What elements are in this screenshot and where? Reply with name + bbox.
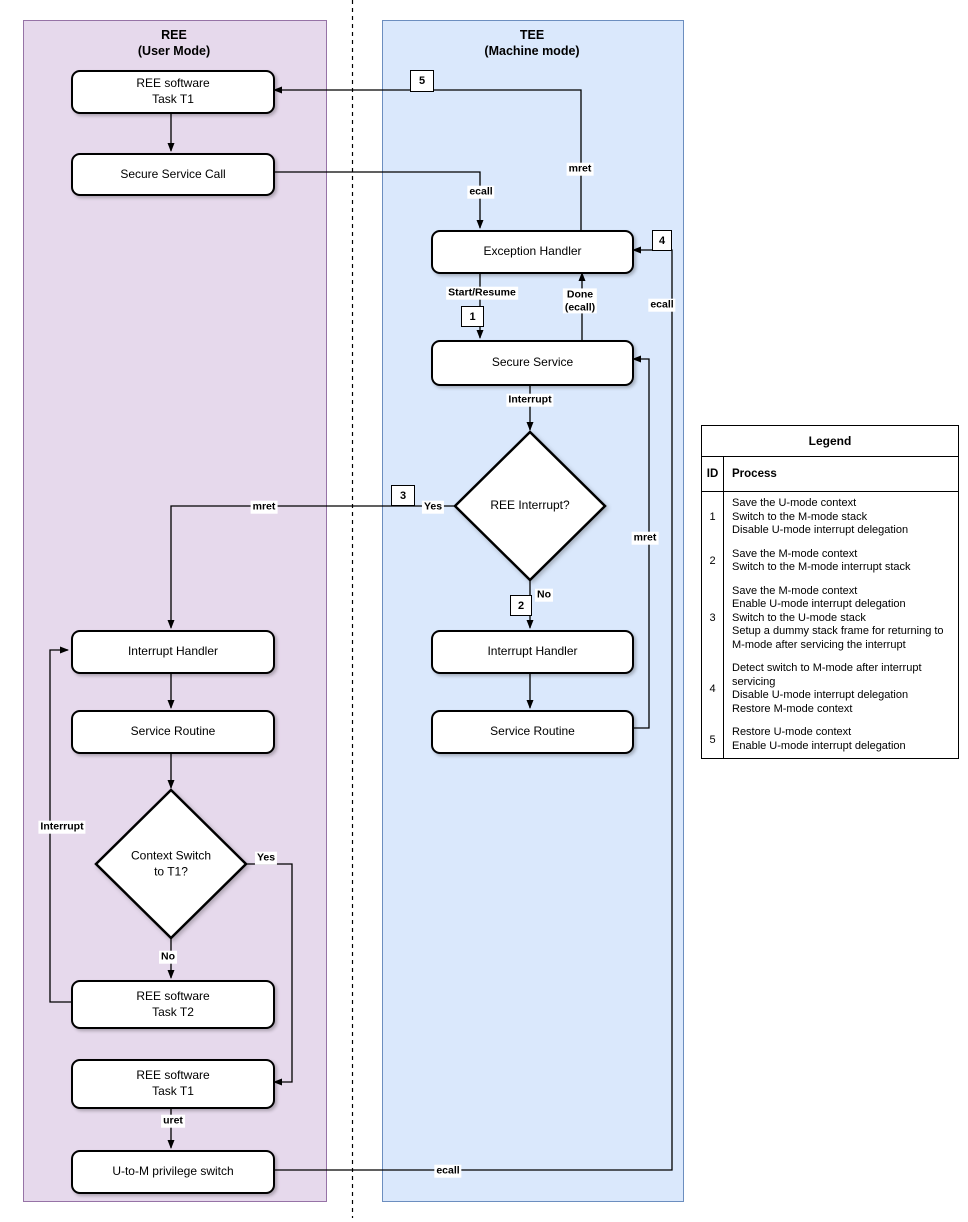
legend-id-cell: 1	[702, 492, 724, 543]
node-u-to-m-switch: U-to-M privilege switch	[71, 1150, 275, 1194]
label-mret-top: mret	[566, 162, 594, 176]
node-exception-handler: Exception Handler	[431, 230, 634, 274]
label-ecall-bottom: ecall	[434, 1164, 462, 1178]
legend-process-cell: Save the U-mode context Switch to the M-…	[732, 497, 909, 536]
label-no-ree: No	[159, 950, 177, 964]
edge-yes-loop	[246, 863, 293, 1086]
badge-1: 1	[461, 306, 484, 327]
ree-interrupt-diamond	[453, 430, 607, 582]
legend-row-4: 4 Detect switch to M-mode after interrup…	[702, 657, 958, 721]
badge-3: 3	[391, 485, 415, 506]
label-yes-ree: Yes	[254, 851, 278, 865]
legend-id-cell: 2	[702, 542, 724, 580]
badge-5: 5	[410, 70, 434, 92]
ree-interrupt-diamond-label: REE Interrupt?	[490, 498, 570, 513]
ree-region-title: REE (User Mode)	[137, 28, 211, 58]
tee-region-title: TEE (Machine mode)	[484, 28, 580, 58]
edge-yes-mret-left	[167, 505, 455, 629]
label-interrupt-ree: Interrupt	[38, 820, 86, 834]
legend-title: Legend	[702, 426, 958, 457]
legend-col-id: ID	[702, 457, 724, 491]
legend-id-cell: 3	[702, 579, 724, 657]
tee-region	[382, 20, 684, 1202]
legend-col-process: Process	[732, 468, 777, 480]
legend-id-cell: 4	[702, 657, 724, 721]
label-uret: uret	[161, 1114, 185, 1128]
legend-row-3: 3 Save the M-mode context Enable U-mode …	[702, 579, 958, 657]
node-tee-service-routine: Service Routine	[431, 710, 634, 754]
label-ecall-right: ecall	[648, 298, 676, 312]
node-ree-task1-bottom: REE software Task T1	[71, 1059, 275, 1109]
node-tee-interrupt-handler: Interrupt Handler	[431, 630, 634, 674]
node-ree-service-routine: Service Routine	[71, 710, 275, 754]
legend-row-1: 1 Save the U-mode context Switch to the …	[702, 492, 958, 543]
edge-ecall-call	[271, 171, 484, 229]
label-ecall-call: ecall	[467, 185, 495, 199]
label-yes-tee: Yes	[421, 500, 445, 514]
edge-mret-to-task1	[273, 86, 582, 230]
label-mret-return: mret	[631, 531, 659, 545]
label-done-ecall: Done (ecall)	[562, 288, 598, 314]
label-interrupt-tee: Interrupt	[506, 393, 554, 407]
node-secure-service-call: Secure Service Call	[71, 153, 275, 196]
legend-process-cell: Restore U-mode context Enable U-mode int…	[732, 726, 906, 752]
label-mret-left: mret	[250, 500, 278, 514]
legend-row-5: 5 Restore U-mode context Enable U-mode i…	[702, 721, 958, 758]
legend-header-row: ID Process	[702, 457, 958, 492]
badge-2: 2	[510, 595, 532, 616]
legend-row-2: 2 Save the M-mode context Switch to the …	[702, 542, 958, 580]
context-switch-diamond-label: Context Switch to T1?	[130, 848, 212, 878]
node-ree-task1-top: REE software Task T1	[71, 70, 275, 114]
label-start-resume: Start/Resume	[446, 286, 518, 300]
legend-id-cell: 5	[702, 721, 724, 758]
node-secure-service: Secure Service	[431, 340, 634, 386]
node-ree-task2: REE software Task T2	[71, 980, 275, 1029]
badge-4: 4	[652, 230, 672, 251]
node-ree-interrupt-handler: Interrupt Handler	[71, 630, 275, 674]
legend-process-cell: Save the M-mode context Switch to the M-…	[732, 547, 911, 574]
legend-process-cell: Detect switch to M-mode after interrupt …	[732, 662, 922, 715]
legend-process-cell: Save the M-mode context Enable U-mode in…	[732, 584, 944, 651]
context-switch-diamond	[94, 788, 248, 940]
label-no-tee: No	[535, 588, 553, 602]
legend-table: Legend ID Process 1 Save the U-mode cont…	[701, 425, 959, 759]
